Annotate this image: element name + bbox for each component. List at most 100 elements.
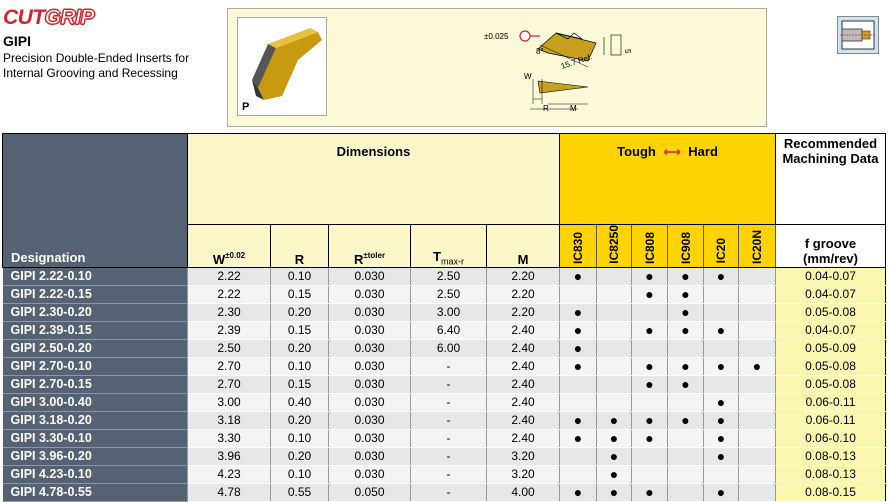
grade-cell	[703, 465, 739, 484]
reco-line1: Recommended	[783, 136, 878, 151]
w-cell: 3.18	[187, 411, 271, 430]
availability-dot-icon: ●	[681, 412, 690, 429]
w-cell: 3.96	[187, 447, 271, 466]
fgroove-cell: 0.05-0.09	[775, 339, 887, 358]
r-cell: 0.10	[270, 357, 329, 376]
r-cell: 0.20	[270, 447, 329, 466]
tmax-cell: -	[410, 375, 487, 394]
grade-cell: ●	[667, 375, 704, 394]
r-cell: 0.15	[270, 321, 329, 340]
grade-cell: ●	[703, 267, 739, 286]
grade-cell: ●	[631, 483, 668, 502]
rtol-cell: 0.030	[328, 465, 411, 484]
designation-cell: GIPI 4.23-0.10	[2, 465, 188, 484]
grade-cell	[738, 465, 777, 484]
grade-header-ic830: IC830	[559, 224, 597, 268]
rtol-cell: 0.030	[328, 339, 411, 358]
grade-cell: ●	[667, 357, 704, 376]
designation-header: Designation	[2, 133, 188, 268]
grade-cell: ●	[559, 429, 597, 448]
rtol-cell: 0.030	[328, 429, 411, 448]
grade-cell	[738, 285, 777, 304]
tmax-cell: -	[410, 411, 487, 430]
availability-dot-icon: ●	[716, 412, 726, 429]
designation-cell: GIPI 2.70-0.15	[2, 375, 188, 394]
designation-cell: GIPI 2.50-0.20	[2, 339, 188, 358]
grade-cell	[738, 483, 777, 502]
tmax-cell: -	[410, 483, 487, 502]
brand-logo: CUTGRIP	[3, 6, 95, 30]
designation-cell: GIPI 3.00-0.40	[2, 393, 188, 412]
tmax-cell: -	[410, 429, 487, 448]
grade-cell	[596, 321, 632, 340]
grade-cell: ●	[559, 357, 597, 376]
grade-cell	[738, 303, 777, 322]
availability-dot-icon: ●	[645, 376, 654, 393]
tmax-cell: 3.00	[410, 303, 487, 322]
grade-cell	[559, 393, 597, 412]
availability-dot-icon: ●	[573, 304, 583, 321]
r-cell: 0.20	[270, 303, 329, 322]
double-arrow-icon: ⟷	[663, 145, 681, 159]
grade-header-ic20n: IC20N	[737, 224, 777, 268]
w-cell: 3.00	[187, 393, 271, 412]
grade-cell: ●	[703, 357, 739, 376]
fgroove-cell: 0.08-0.13	[775, 465, 887, 484]
fgroove-cell: 0.05-0.08	[775, 375, 887, 394]
brand-cut: CUT	[3, 6, 45, 29]
rtol-cell: 0.030	[328, 375, 411, 394]
availability-dot-icon: ●	[609, 430, 619, 447]
grade-cell: ●	[559, 339, 597, 358]
availability-dot-icon: ●	[681, 268, 690, 285]
tough-label: Tough	[617, 144, 656, 159]
grade-cell: ●	[596, 465, 632, 484]
grade-cell	[738, 339, 777, 358]
rtol-cell: 0.030	[328, 357, 411, 376]
fgroove-cell: 0.05-0.08	[775, 357, 887, 376]
m-cell: 2.20	[486, 285, 560, 304]
grade-cell: ●	[667, 267, 704, 286]
grade-cell	[596, 357, 632, 376]
tmax-header: Tmax-r	[410, 224, 487, 268]
availability-dot-icon: ●	[716, 430, 726, 447]
availability-dot-icon: ●	[573, 358, 583, 375]
w-cell: 2.70	[187, 357, 271, 376]
availability-dot-icon: ●	[573, 340, 583, 357]
dimensions-header: Dimensions	[187, 133, 560, 225]
w-header: W±0.02	[187, 224, 271, 268]
availability-dot-icon: ●	[645, 286, 654, 303]
m-cell: 3.20	[486, 447, 560, 466]
availability-dot-icon: ●	[681, 286, 690, 303]
insert-photo: P	[237, 17, 327, 116]
grade-cell: ●	[559, 483, 597, 502]
m-cell: 2.40	[486, 411, 560, 430]
grade-cell: ●	[703, 393, 739, 412]
reco-line2: Machining Data	[782, 151, 879, 166]
fgroove-cell: 0.06-0.11	[775, 393, 887, 412]
tmax-cell: -	[410, 357, 487, 376]
tmax-cell: 6.40	[410, 321, 487, 340]
grade-cell	[703, 303, 739, 322]
w-cell: 4.78	[187, 483, 271, 502]
grade-cell	[703, 339, 739, 358]
r-cell: 0.15	[270, 285, 329, 304]
grade-cell: ●	[703, 429, 739, 448]
r-label: R	[543, 104, 549, 113]
designation-cell: GIPI 2.22-0.10	[2, 267, 188, 286]
dimension-drawing-icon: ±0.025 8° 15.7 Ref. 5 W R M	[484, 30, 632, 113]
rtol-cell: 0.030	[328, 393, 411, 412]
designation-cell: GIPI 2.70-0.10	[2, 357, 188, 376]
grade-cell	[631, 393, 668, 412]
availability-dot-icon: ●	[681, 376, 690, 393]
rtol-cell: 0.030	[328, 285, 411, 304]
grade-cell: ●	[703, 483, 739, 502]
grade-cell	[631, 465, 668, 484]
designation-cell: GIPI 2.22-0.15	[2, 285, 188, 304]
availability-dot-icon: ●	[716, 358, 726, 375]
